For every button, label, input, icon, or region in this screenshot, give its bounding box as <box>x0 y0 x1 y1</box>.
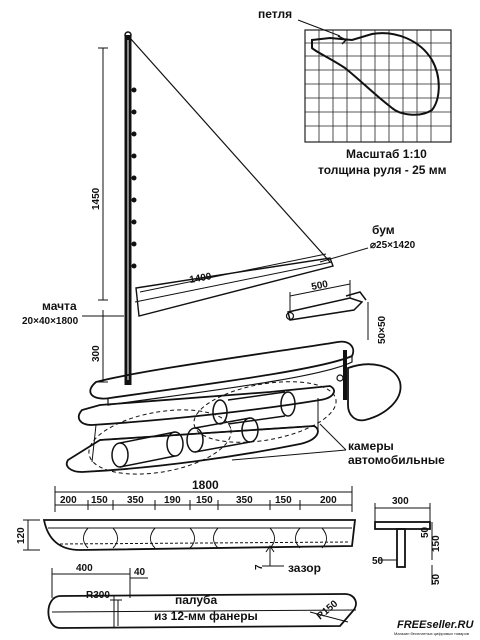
section-dim-d: 50 <box>431 573 442 585</box>
section-view: 300 50 150 50 50 <box>372 496 442 585</box>
boom-leader <box>319 247 369 263</box>
tiller-length-value: 500 <box>310 279 329 293</box>
boom <box>134 257 334 317</box>
tiller-length-dim: 500 <box>289 279 351 312</box>
segment-6: 350 <box>236 495 253 506</box>
tiller <box>285 291 367 321</box>
rudder-grid <box>304 29 452 143</box>
segment-7: 150 <box>275 495 292 506</box>
boom-size: ⌀25×1420 <box>370 240 416 251</box>
deck-dim-40: 40 <box>134 567 146 578</box>
tiller-section-dim: 50×50 <box>367 302 388 344</box>
scale-label: Масштаб 1:10 <box>346 147 427 161</box>
segment-1: 200 <box>60 495 77 506</box>
deck-dim-400: 400 <box>76 563 93 574</box>
section-width-value: 300 <box>392 496 409 507</box>
gap-callout: 7 зазор <box>254 545 321 575</box>
sail-leech <box>129 37 331 263</box>
mast-rings <box>131 87 137 269</box>
rudder-blade-outline <box>311 32 440 116</box>
mast-base-value: 300 <box>91 345 102 362</box>
mast <box>124 31 132 385</box>
deck-label-2: из 12-мм фанеры <box>154 609 258 623</box>
boom-length-dim: 1400 <box>139 253 327 293</box>
watermark-tagline: Магазин бесплатных цифровых товаров <box>394 631 469 636</box>
section-dim-c: 50 <box>372 556 384 567</box>
mast-label: мачта <box>42 299 77 313</box>
rudder-loop-mark <box>337 35 348 45</box>
side-view <box>42 519 357 551</box>
chambers-label-1: камеры <box>348 439 394 453</box>
mast-height-dim: 1450 <box>91 47 108 301</box>
chamber-outline-left <box>88 409 232 475</box>
thickness-label: толщина руля - 25 мм <box>318 163 447 177</box>
radius-left: R300 <box>86 590 110 601</box>
side-height-value: 120 <box>16 527 27 544</box>
gap-label: зазор <box>288 561 321 575</box>
gap-value: 7 <box>254 564 265 570</box>
total-length-value: 1800 <box>192 478 219 492</box>
side-view-dims: 1800 200 150 350 190 150 350 150 200 <box>54 478 353 512</box>
boom-length-value: 1400 <box>189 271 213 286</box>
deck-plan <box>47 593 357 629</box>
chambers <box>88 381 337 475</box>
mast-size: 20×40×1800 <box>22 316 79 327</box>
segment-3: 350 <box>127 495 144 506</box>
segment-2: 150 <box>91 495 108 506</box>
mast-height-value: 1450 <box>91 187 102 210</box>
segment-8: 200 <box>320 495 337 506</box>
rudder-detail: петля Масштаб 1:10 толщина руля - 25 мм <box>258 7 452 177</box>
rudder-assembled <box>336 350 402 422</box>
chamber-outline-right <box>193 381 337 443</box>
deck-label-1: палуба <box>175 593 217 607</box>
chambers-leaders <box>231 423 347 461</box>
chambers-label-2: автомобильные <box>348 453 445 467</box>
mast-base-dim: 300 <box>91 310 108 383</box>
watermark-brand: FREEseller.RU <box>397 619 474 631</box>
tiller-section-value: 50×50 <box>377 315 388 344</box>
segment-5: 150 <box>196 495 213 506</box>
boom-label: бум <box>372 223 395 237</box>
hull-3d <box>65 385 335 473</box>
segment-4: 190 <box>164 495 181 506</box>
section-dim-b: 150 <box>431 535 442 552</box>
deck-plan-dims: 400 40 <box>51 563 148 598</box>
side-view-height-dim: 120 <box>16 519 40 551</box>
loop-label: петля <box>258 7 292 21</box>
section-dim-a: 50 <box>420 526 431 538</box>
loop-leader <box>297 19 341 37</box>
